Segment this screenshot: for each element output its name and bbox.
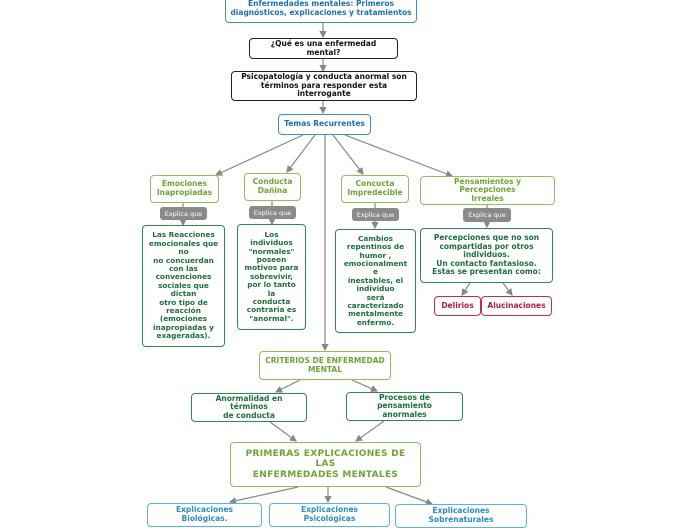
- node-que-es[interactable]: ¿Qué es una enfermedad mental?: [249, 38, 398, 59]
- node-conducta-danina[interactable]: Conducta Dañina: [244, 173, 301, 201]
- node-anormalidad-conducta[interactable]: Anormalidad en términos de conducta: [191, 393, 307, 422]
- node-psicopatologia[interactable]: Psicopatología y conducta anormal son té…: [231, 71, 417, 101]
- edge-desc-alucinaciones: [502, 282, 513, 296]
- tag-explica-que-1: Explica que: [160, 207, 207, 220]
- node-conducta-impredecible[interactable]: Concucta Impredecible: [341, 175, 409, 203]
- edge-temas-pensamientos: [344, 134, 454, 178]
- node-pensamientos-percepciones[interactable]: Pensamientos y Percepciones Irreales: [420, 176, 555, 205]
- edge-criterios-procesos: [351, 379, 379, 392]
- edge-temas-emociones: [214, 134, 304, 176]
- node-pensamientos-desc[interactable]: Percepciones que no son compartidas por …: [420, 228, 553, 283]
- edge-desc-delirios: [461, 282, 471, 296]
- node-emociones-inapropiadas[interactable]: Emociones Inapropiadas: [150, 175, 219, 203]
- edge-temas-impredecible: [332, 134, 364, 175]
- tag-explica-que-2: Explica que: [249, 206, 296, 219]
- node-explicaciones-psicologicas[interactable]: Explicaciones Psicológicas: [269, 503, 390, 527]
- node-title[interactable]: Enfermedades mentales: Primeros diagnóst…: [225, 0, 417, 23]
- edge-temas-danina: [286, 134, 316, 173]
- node-primeras-explicaciones[interactable]: PRIMERAS EXPLICACIONES DE LAS ENFERMEDAD…: [230, 442, 421, 487]
- node-danina-desc[interactable]: Los individuos "normales" poseen motivos…: [237, 224, 306, 330]
- node-explicaciones-biologicas[interactable]: Explicaciones Biológicas.: [147, 503, 262, 527]
- node-alucinaciones[interactable]: Alucinaciones: [481, 296, 552, 316]
- node-explicaciones-sobrenaturales[interactable]: Explicaciones Sobrenaturales: [395, 504, 527, 528]
- node-criterios-enfermedad[interactable]: CRITERIOS DE ENFERMEDAD MENTAL: [259, 351, 391, 380]
- node-delirios[interactable]: Delirios: [434, 296, 481, 316]
- node-temas-recurrentes[interactable]: Temas Recurrentes: [278, 114, 371, 135]
- node-emociones-desc[interactable]: Las Reacciones emocionales que no no con…: [142, 225, 225, 347]
- node-procesos-pensamiento[interactable]: Procesos de pensamiento anormales: [346, 392, 463, 421]
- tag-explica-que-4: Explica que: [463, 208, 511, 222]
- edge-primeras-biologicas: [228, 486, 299, 505]
- edge-criterios-anormalidad: [274, 379, 301, 393]
- edge-procesos-primeras: [355, 420, 385, 442]
- edge-anormalidad-primeras: [269, 421, 297, 442]
- edge-primeras-sobrenaturales: [385, 486, 434, 506]
- tag-explica-que-3: Explica que: [352, 208, 399, 221]
- node-impredecible-desc[interactable]: Cambios repentinos de humor , emocionalm…: [335, 229, 416, 333]
